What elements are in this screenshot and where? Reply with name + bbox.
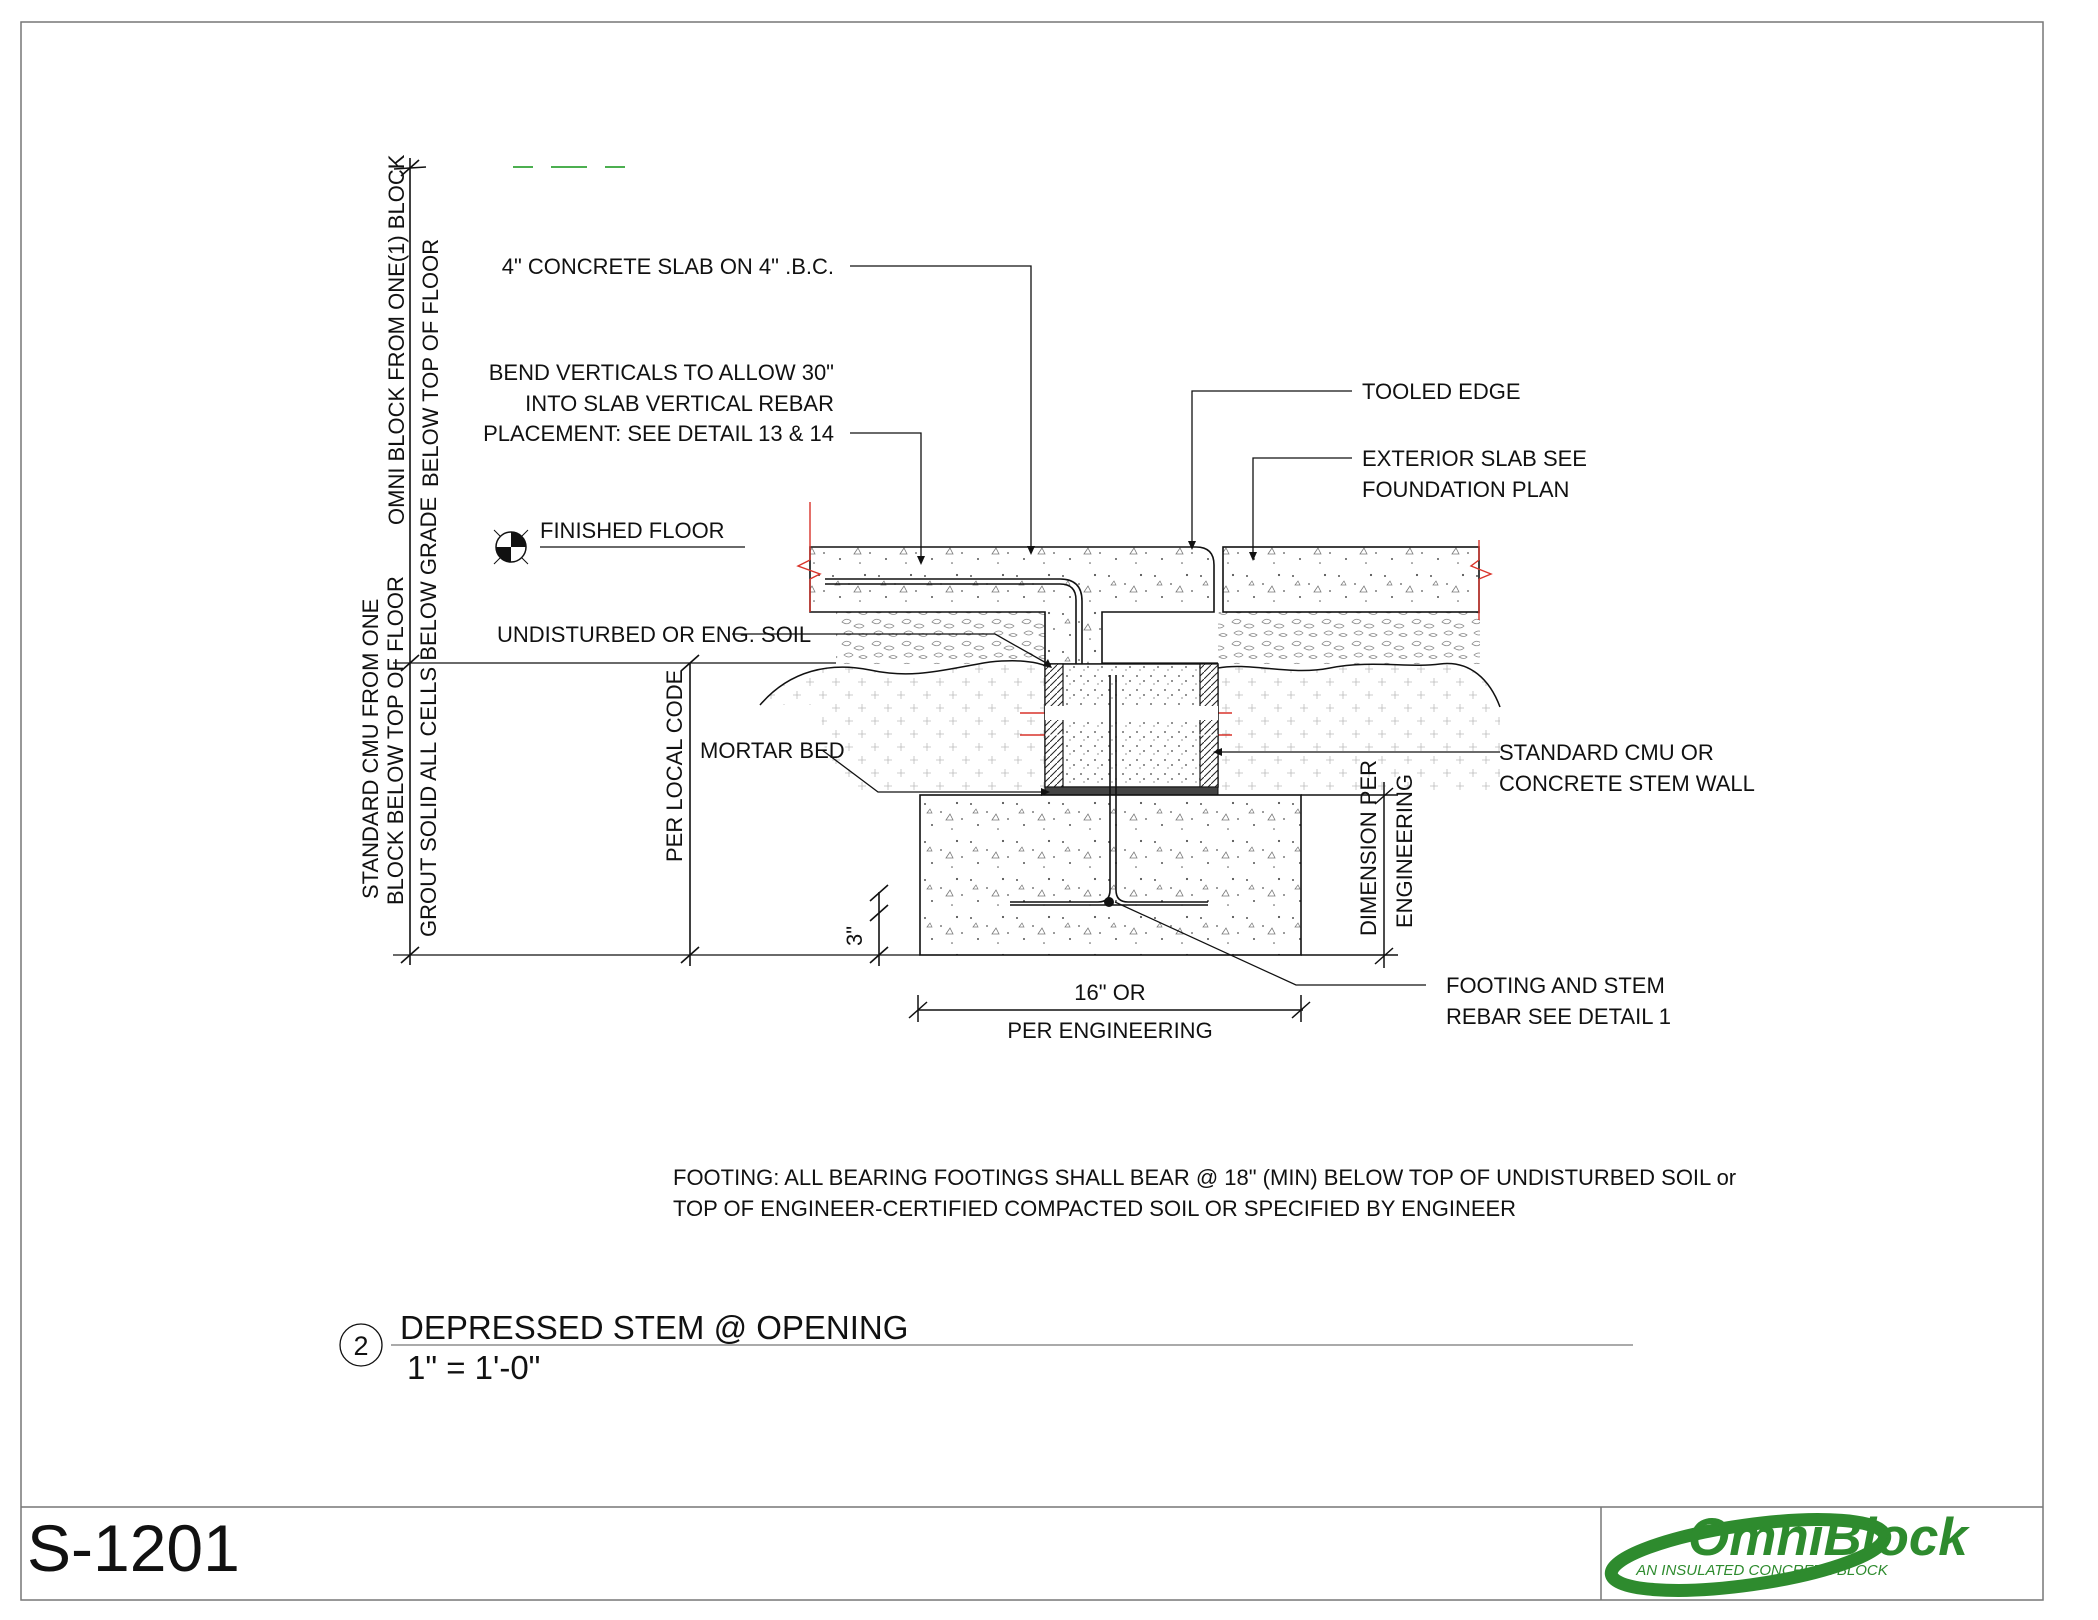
dim-three-inch: 3" — [842, 926, 867, 946]
dim-width-2: PER ENGINEERING — [1007, 1018, 1212, 1043]
callout-finished-floor: FINISHED FLOOR — [540, 518, 725, 543]
leader-lines — [732, 265, 1500, 986]
cmu-stem-wall — [1044, 663, 1219, 796]
logo-swoosh — [1604, 1513, 1892, 1597]
finished-floor-marker — [493, 529, 745, 565]
dim-depth-1: DIMENSION PER — [1356, 760, 1381, 936]
footing-width-dimension — [908, 995, 1311, 1022]
soil-exterior — [1218, 663, 1500, 792]
soil-exterior-edge — [1217, 662, 1501, 708]
callout-exterior-slab-2: FOUNDATION PLAN — [1362, 477, 1569, 502]
dim-depth-2: ENGINEERING — [1392, 774, 1417, 928]
dim-cmu-3: GROUT SOLID ALL CELLS BELOW GRADE — [416, 497, 441, 937]
callout-cmu-2: CONCRETE STEM WALL — [1499, 771, 1755, 796]
callout-slab: 4" CONCRETE SLAB ON 4" .B.C. — [502, 254, 834, 279]
dim-omni-block-1: OMNI BLOCK FROM ONE(1) BLOCK — [384, 154, 409, 525]
logo-brand: OmniBlock — [1688, 1508, 1970, 1567]
callout-footing-rebar-2: REBAR SEE DETAIL 1 — [1446, 1004, 1671, 1029]
sheet-border — [20, 21, 2044, 1601]
dim-width-1: 16" OR — [1074, 980, 1145, 1005]
detail-scale: 1" = 1'-0" — [407, 1349, 540, 1386]
footing-note-line-2: TOP OF ENGINEER-CERTIFIED COMPACTED SOIL… — [673, 1196, 1516, 1221]
detail-number: 2 — [353, 1331, 368, 1361]
logo-tagline: AN INSULATED CONCRETE BLOCK — [1635, 1562, 1888, 1579]
footing-depth-dimension — [1301, 782, 1398, 968]
callout-bend-2: INTO SLAB VERTICAL REBAR — [525, 391, 834, 416]
callout-footing-rebar-1: FOOTING AND STEM — [1446, 973, 1665, 998]
gravel-base-exterior — [1218, 612, 1480, 664]
callout-tooled-edge: TOOLED EDGE — [1362, 379, 1521, 404]
callout-bend-1: BEND VERTICALS TO ALLOW 30" — [489, 360, 834, 385]
leader-arrows — [917, 541, 1257, 796]
callout-mortar-bed: MORTAR BED — [700, 738, 845, 763]
sheet-number: S-1201 — [27, 1511, 240, 1585]
callout-exterior-slab-1: EXTERIOR SLAB SEE — [1362, 446, 1587, 471]
rebar-section-dot — [1104, 897, 1114, 907]
dim-cmu-2: BLOCK BELOW TOP OF FLOOR — [383, 576, 408, 905]
soil-interior-edge — [759, 660, 1051, 706]
callout-soil: UNDISTURBED OR ENG. SOIL — [497, 622, 811, 647]
detail-title: DEPRESSED STEM @ OPENING — [400, 1309, 908, 1346]
footing-note-line-1: FOOTING: ALL BEARING FOOTINGS SHALL BEAR… — [673, 1165, 1736, 1190]
omniblock-logo: OmniBlock AN INSULATED CONCRETE BLOCK — [1604, 1508, 1970, 1597]
soil-interior — [760, 661, 1050, 792]
exterior-concrete-slab — [1222, 546, 1480, 613]
dim-omni-block-2: BELOW TOP OF FLOOR — [418, 239, 443, 487]
dim-per-local-code: PER LOCAL CODE — [662, 670, 687, 862]
detail-number-circle — [339, 1323, 383, 1367]
rebar — [825, 578, 1208, 906]
callout-bend-3: PLACEMENT: SEE DETAIL 13 & 14 — [483, 421, 834, 446]
detail-title-block: 2 DEPRESSED STEM @ OPENING 1" = 1'-0" — [339, 1309, 1633, 1386]
callout-cmu-1: STANDARD CMU OR — [1499, 740, 1714, 765]
dim-cmu-1: STANDARD CMU FROM ONE — [358, 599, 383, 899]
